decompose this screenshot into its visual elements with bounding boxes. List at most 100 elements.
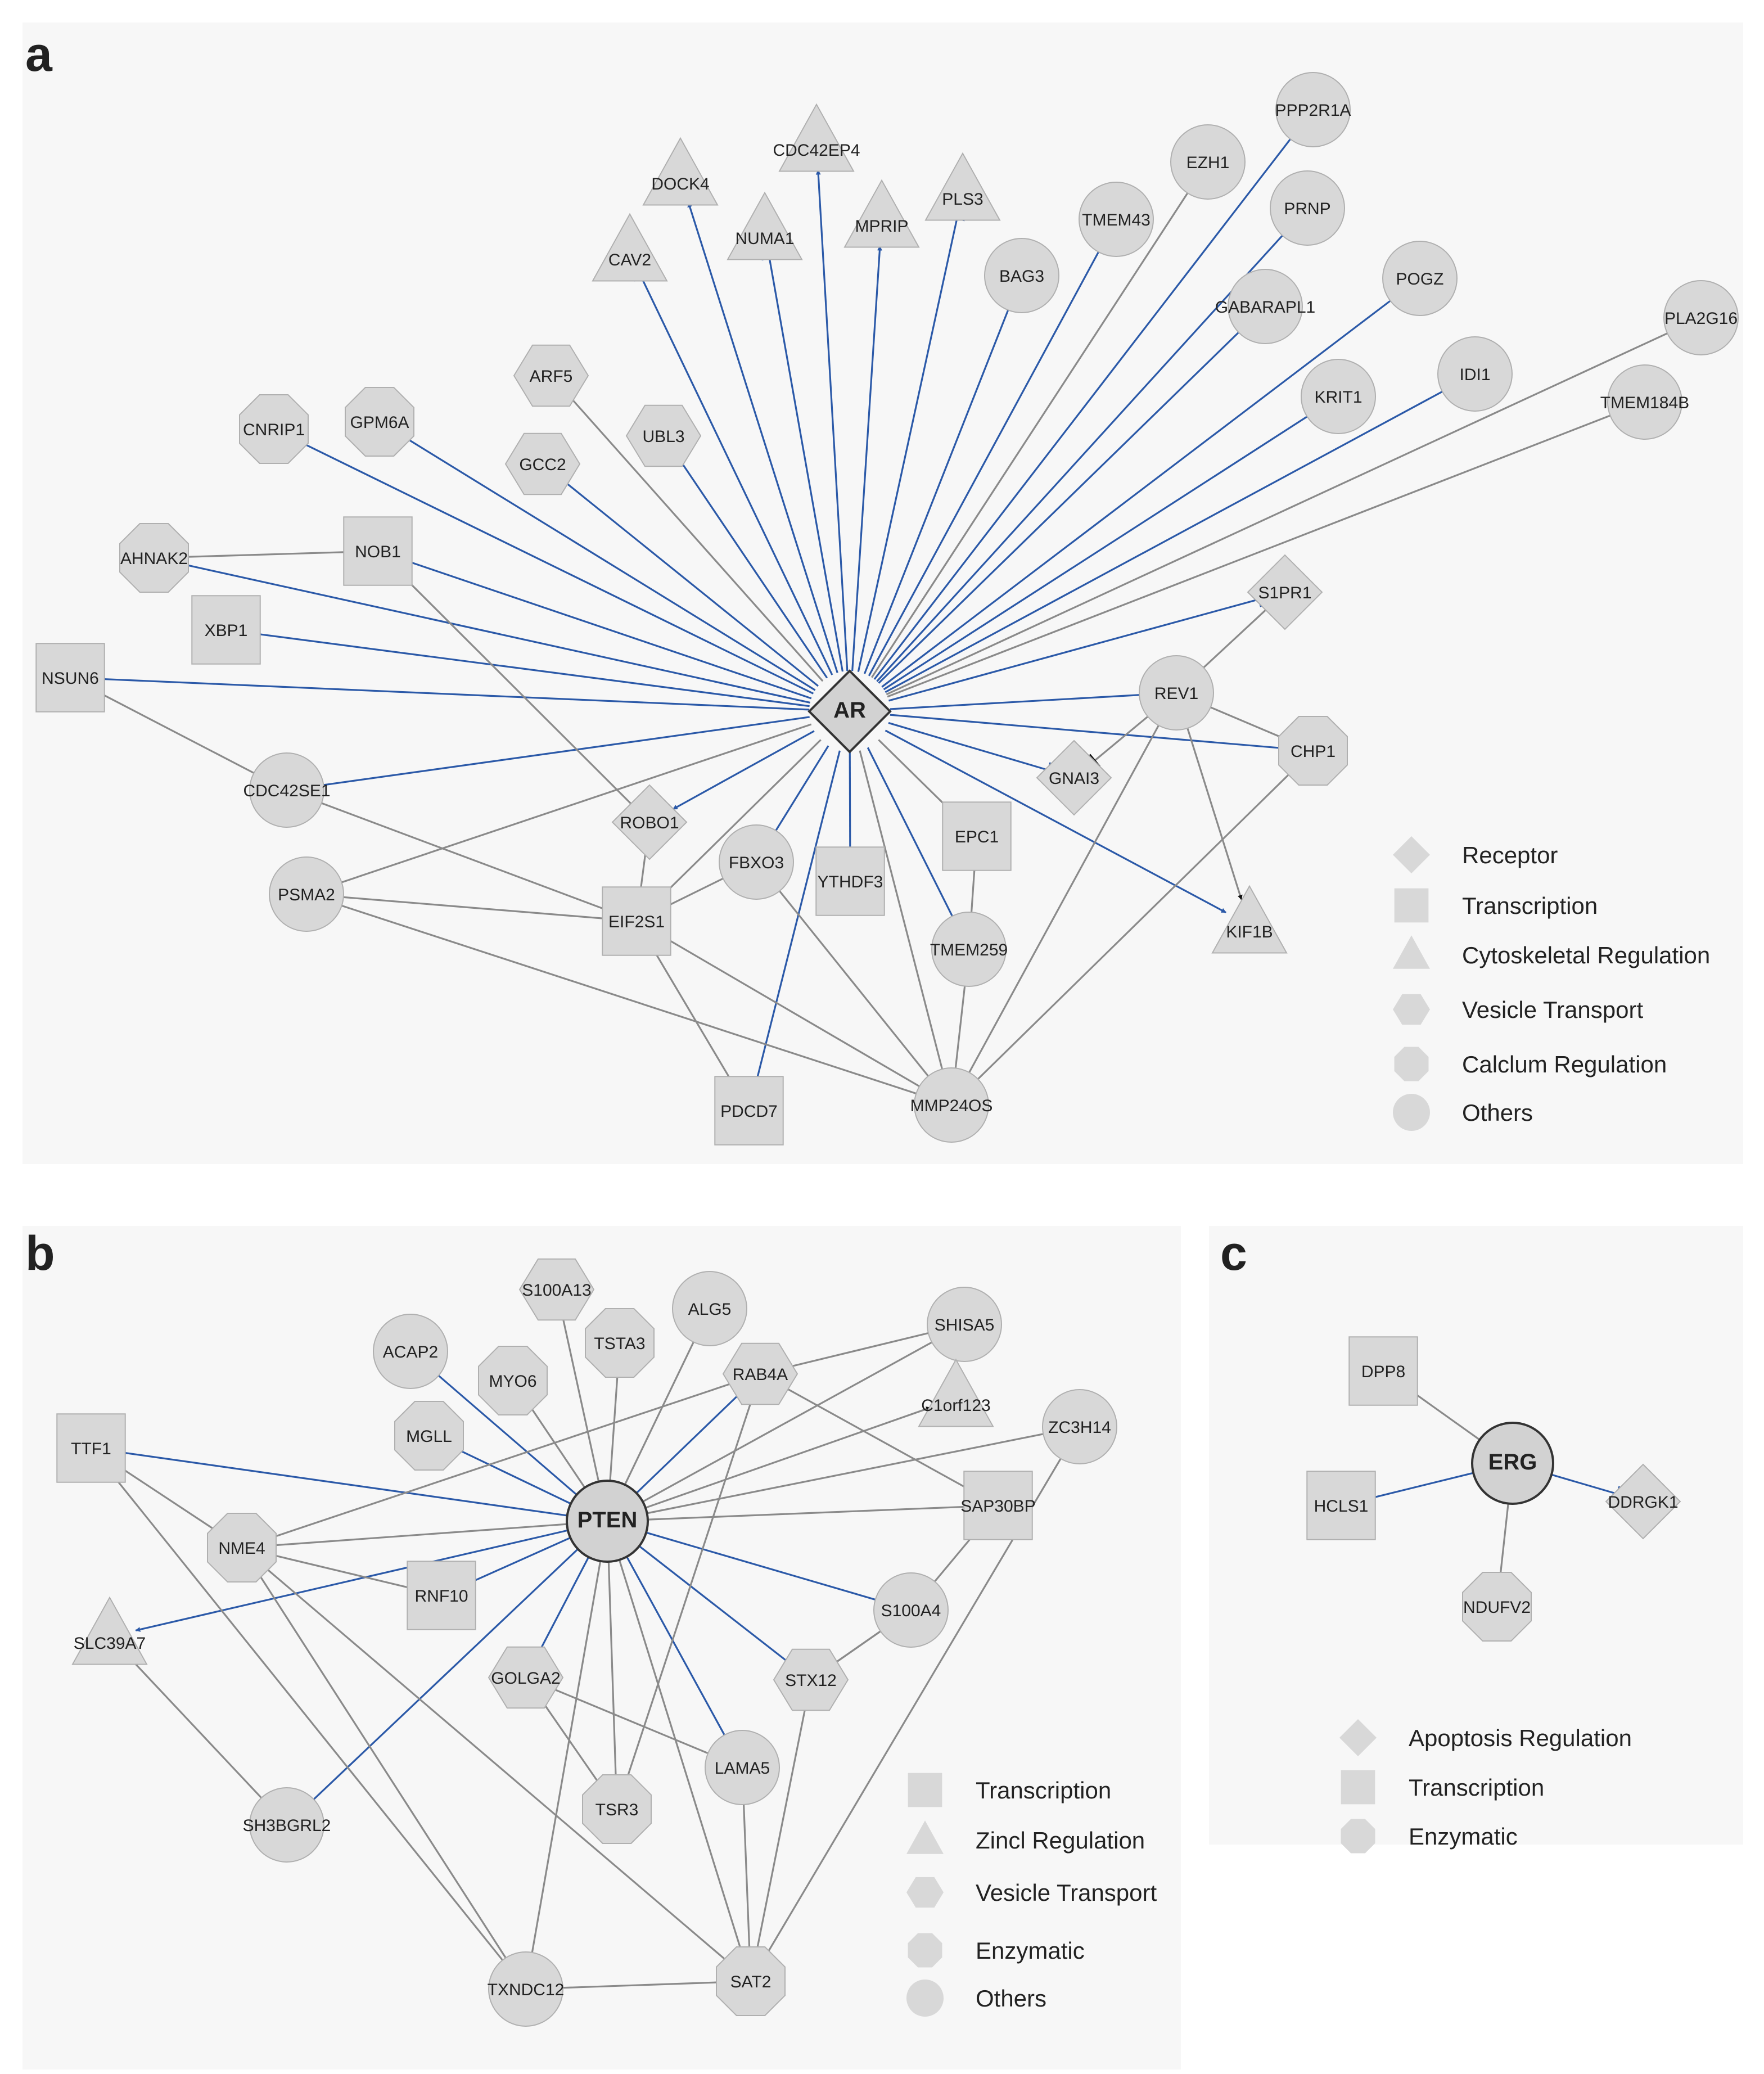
circle-node-shape: [1139, 655, 1214, 731]
legend-octagon-icon: [908, 1933, 942, 1968]
edge-AR-NUMA1: [761, 255, 844, 672]
node-REV1: REV1: [1139, 655, 1214, 731]
node-label: NSUN6: [42, 669, 99, 688]
edge-EIF2S1-PSMA2: [332, 894, 616, 921]
node-label: ARF5: [530, 367, 573, 386]
hexagon-node-shape: [722, 1342, 798, 1405]
edge-AR-KIF1B: [885, 729, 1226, 914]
node-label: MGLL: [406, 1427, 452, 1446]
edge-PTEN-ALG5: [624, 1332, 699, 1485]
node-label: PDCD7: [720, 1102, 778, 1121]
edge-MMP24OS-FBXO3: [772, 882, 940, 1090]
node-TMEM184B: TMEM184B: [1600, 364, 1689, 440]
node-label: POGZ: [1396, 270, 1443, 288]
node-TTF1: TTF1: [56, 1413, 126, 1483]
node-UBL3: UBL3: [625, 404, 702, 467]
node-SLC39A7: SLC39A7: [71, 1596, 148, 1665]
legend-hexagon-icon: [906, 1877, 944, 1908]
square-node-shape: [714, 1076, 784, 1146]
edge-REV1-KIF1B: [1181, 712, 1243, 900]
node-label: MPRIP: [855, 217, 908, 236]
edge-AR-NSUN6: [95, 670, 810, 711]
octagon-node-shape: [1462, 1572, 1532, 1642]
legend-square-icon: [1394, 888, 1429, 923]
hexagon-node-shape: [504, 432, 581, 495]
legend-label: Cytoskeletal Regulation: [1462, 942, 1710, 968]
edge-AR-AHNAK2: [179, 562, 811, 704]
edge-AR-MMP24OS: [859, 750, 946, 1080]
node-label: CDC42SE1: [243, 782, 330, 800]
square-node-shape: [602, 886, 671, 956]
legend-label: Calclum Regulation: [1462, 1051, 1667, 1077]
node-label: CNRIP1: [243, 421, 305, 439]
legend-item-a-0: Receptor: [1393, 836, 1558, 873]
node-label: PPP2R1A: [1275, 101, 1351, 120]
edge-PTEN-NME4: [268, 1523, 567, 1548]
node-label: NME4: [218, 1539, 265, 1558]
hexagon-node-shape: [625, 404, 702, 467]
circle-node-shape: [1275, 72, 1351, 147]
edge-CDC42SE1-NSUN6: [93, 689, 269, 782]
legend-label: Others: [1462, 1099, 1533, 1126]
octagon-node-shape: [345, 387, 414, 457]
edge-AR-MPRIP: [851, 245, 882, 671]
node-GPM6A: GPM6A: [345, 387, 414, 457]
edge-SAT2-TXNDC12: [552, 1981, 730, 1991]
node-NUMA1: NUMA1: [727, 191, 803, 260]
legend-circle-icon: [906, 1980, 944, 2017]
edge-AR-TMEM184B: [887, 404, 1624, 698]
panel-a-letter: a: [25, 28, 52, 82]
circle-node-shape: [373, 1314, 448, 1389]
node-label: PSMA2: [278, 886, 335, 904]
node-SH3BGRL2: SH3BGRL2: [243, 1787, 331, 1863]
node-EIF2S1: EIF2S1: [602, 886, 671, 956]
legend-item-b-3: Enzymatic: [908, 1933, 1085, 1968]
node-GNAI3: GNAI3: [1036, 740, 1112, 816]
edges-layer: [93, 130, 1677, 1991]
node-label: MMP24OS: [910, 1097, 993, 1115]
edge-NOB1-AHNAK2: [180, 551, 358, 560]
node-label: STX12: [785, 1671, 837, 1690]
node-label: GOLGA2: [491, 1669, 560, 1688]
node-KRIT1: KRIT1: [1301, 359, 1376, 434]
diamond-node-shape: [1247, 554, 1323, 630]
edge-MMP24OS-TMEM259: [953, 975, 968, 1085]
edge-EIF2S1-MMP24OS: [653, 930, 929, 1093]
node-label: AHNAK2: [120, 549, 188, 568]
edge-PTEN-C1orf123: [645, 1406, 932, 1509]
legend-label: Apoptosis Regulation: [1409, 1725, 1632, 1751]
circle-node-shape: [1079, 182, 1154, 257]
circle-node-shape: [719, 824, 794, 900]
node-ALG5: ALG5: [672, 1271, 747, 1346]
legend-label: Vesicle Transport: [1462, 997, 1643, 1023]
legend-item-a-2: Cytoskeletal Regulation: [1393, 935, 1710, 969]
node-RNF10: RNF10: [407, 1561, 476, 1630]
node-label: ZC3H14: [1048, 1418, 1111, 1437]
node-ROBO1: ROBO1: [611, 784, 688, 860]
node-label: LAMA5: [715, 1759, 770, 1778]
node-MGLL: MGLL: [394, 1401, 464, 1471]
node-LAMA5: LAMA5: [705, 1730, 780, 1805]
edge-ERG-HCLS1: [1364, 1472, 1474, 1507]
node-GABARAPL1: GABARAPL1: [1215, 269, 1315, 344]
node-BAG3: BAG3: [984, 238, 1059, 313]
edge-RNF10-NME4: [265, 1545, 422, 1592]
node-POGZ: POGZ: [1382, 241, 1458, 316]
node-label: FBXO3: [729, 854, 784, 872]
node-PLA2G16: PLA2G16: [1663, 280, 1739, 355]
node-FBXO3: FBXO3: [719, 824, 794, 900]
node-label: SH3BGRL2: [243, 1816, 331, 1835]
legend-label: Vesicle Transport: [976, 1879, 1157, 1906]
node-AHNAK2: AHNAK2: [119, 523, 189, 593]
node-label: EIF2S1: [608, 913, 665, 931]
node-label: REV1: [1154, 684, 1198, 703]
circle-node-shape: [984, 238, 1059, 313]
triangle-node-shape: [778, 103, 855, 172]
edge-ERG-NDUFV2: [1492, 1503, 1509, 1582]
node-GCC2: GCC2: [504, 432, 581, 495]
edge-PTEN-ZC3H14: [647, 1430, 1054, 1514]
legend-item-b-0: Transcription: [908, 1773, 1111, 1807]
square-node-shape: [815, 846, 885, 916]
edge-TSR3-GOLGA2: [540, 1699, 606, 1793]
circle-node-shape: [1270, 170, 1345, 246]
